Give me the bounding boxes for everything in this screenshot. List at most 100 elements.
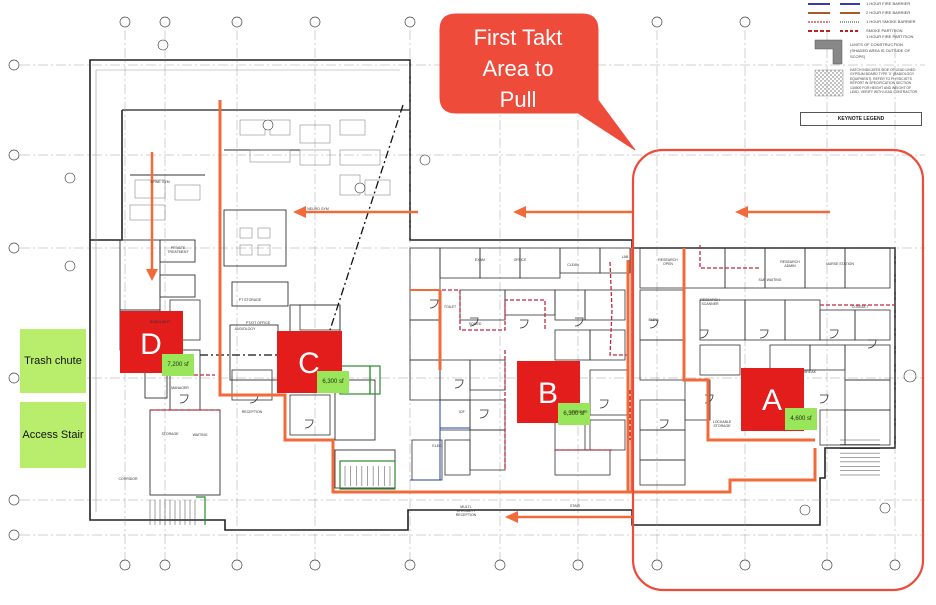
elevator-outlines <box>410 400 470 481</box>
door-swing <box>479 409 489 419</box>
room-label: CORRIDOR <box>568 410 588 414</box>
room-label: LOCKABLE STORAGE <box>712 420 732 428</box>
room-outline <box>589 419 626 451</box>
fire-barrier-lines <box>150 245 895 470</box>
flow-arrowheads <box>146 206 748 523</box>
equipment-outline <box>129 204 166 221</box>
room-outline <box>684 379 711 421</box>
room-label: RESEARCH ADMIN <box>780 260 800 268</box>
door-swing <box>819 394 829 404</box>
zone-c-letter: C <box>298 347 320 380</box>
door-swing <box>469 317 479 327</box>
door-swing <box>519 319 529 329</box>
room-outline <box>409 247 441 291</box>
room-label: IDF <box>459 410 465 414</box>
room-outline <box>639 339 685 381</box>
access-stair-label: Access Stair <box>20 402 86 468</box>
room-outline <box>469 429 506 471</box>
room-outline <box>519 247 561 279</box>
room-outline <box>439 399 471 431</box>
door-swing <box>179 394 189 404</box>
room-label: SOILED <box>468 322 482 326</box>
room-outline <box>589 369 629 416</box>
door-swing <box>704 394 714 404</box>
stair-treads <box>149 439 880 525</box>
takt-zone-squares <box>120 311 804 431</box>
room-label: STORAGE <box>161 432 179 436</box>
room-outline <box>299 304 341 331</box>
room-label: CORRIDOR <box>118 477 138 481</box>
room-outline <box>409 359 441 401</box>
room-label: STAIR <box>569 504 581 508</box>
legend-hatch-swatch <box>814 69 844 97</box>
room-label: RESEARCH OPEN <box>658 258 678 266</box>
building-outline <box>89 59 896 531</box>
equipment-outline <box>339 119 366 136</box>
room-outline <box>589 329 626 361</box>
room-outline <box>469 399 506 431</box>
room-outline <box>819 309 856 341</box>
equipment-outline <box>257 244 271 256</box>
room-label: CLEAN <box>567 263 579 267</box>
door-swing <box>759 329 769 339</box>
takt-zone-boundaries <box>218 100 817 494</box>
room-outline <box>554 449 611 476</box>
equipment-outline <box>339 149 381 166</box>
room-outline <box>744 299 786 341</box>
callout-bubble <box>439 13 636 151</box>
equipment-outline <box>239 244 253 256</box>
door-swing <box>699 329 709 339</box>
room-label: PRIVATE TREATMENT <box>167 246 189 254</box>
room-label: WAITING <box>192 433 208 437</box>
room-label: ELEC <box>432 444 442 448</box>
equipment-outline <box>174 184 201 201</box>
room-outline <box>469 359 506 391</box>
equipment-outline <box>257 227 271 239</box>
room-outline <box>409 319 441 361</box>
room-outline <box>639 429 686 461</box>
room-outline <box>639 247 686 289</box>
room-outline <box>639 289 685 341</box>
door-swing <box>649 319 659 329</box>
callout-line-3: Pull <box>499 87 537 112</box>
room-label: CONSULT <box>851 305 869 309</box>
first-takt-area-boundary <box>631 148 925 592</box>
equipment-outline <box>299 124 331 144</box>
equipment-outline <box>134 179 166 199</box>
room-outline <box>769 344 811 371</box>
room-label: MULTI-SPECIALTY RECEPTION <box>455 505 477 517</box>
room-outline <box>844 247 891 289</box>
door-swing <box>867 339 877 349</box>
room-outline <box>459 289 506 321</box>
callout-line-2: Area to <box>482 56 554 81</box>
keynote-legend-title: KEYNOTE LEGEND <box>800 112 922 126</box>
room-outline <box>504 289 556 316</box>
room-outline <box>444 439 471 476</box>
zone-a-area-tag: 4,600 sf <box>785 408 817 430</box>
room-outline <box>289 394 331 436</box>
interior-walls <box>119 149 396 496</box>
legend-item-2: 2 HOUR FIRE BARRIER <box>866 10 911 15</box>
room-label: PT/OT OFFICE <box>245 321 271 325</box>
door-swing <box>304 419 314 429</box>
room-outline <box>819 409 846 446</box>
legend-limits-swatch <box>814 39 843 65</box>
equipment-outline <box>249 149 291 163</box>
section-markers <box>64 39 917 516</box>
room-label: RESEARCH SCANNER <box>700 298 720 306</box>
room-outline <box>439 247 481 279</box>
callout-label: First Takt Area to Pull <box>452 22 584 115</box>
room-label: SUB WAITING <box>758 278 782 282</box>
equipment-outline <box>239 119 266 136</box>
room-outline <box>559 247 601 274</box>
door-swing <box>659 419 669 429</box>
room-outline <box>699 344 741 376</box>
zone-d-area-tag: 7,200 sf <box>162 354 194 376</box>
zone-b-area-tag: 6,300 sf <box>558 403 590 425</box>
room-outline <box>844 344 891 381</box>
room-outline <box>554 289 586 321</box>
equipment-outline <box>269 119 291 136</box>
room-outline <box>584 289 626 321</box>
